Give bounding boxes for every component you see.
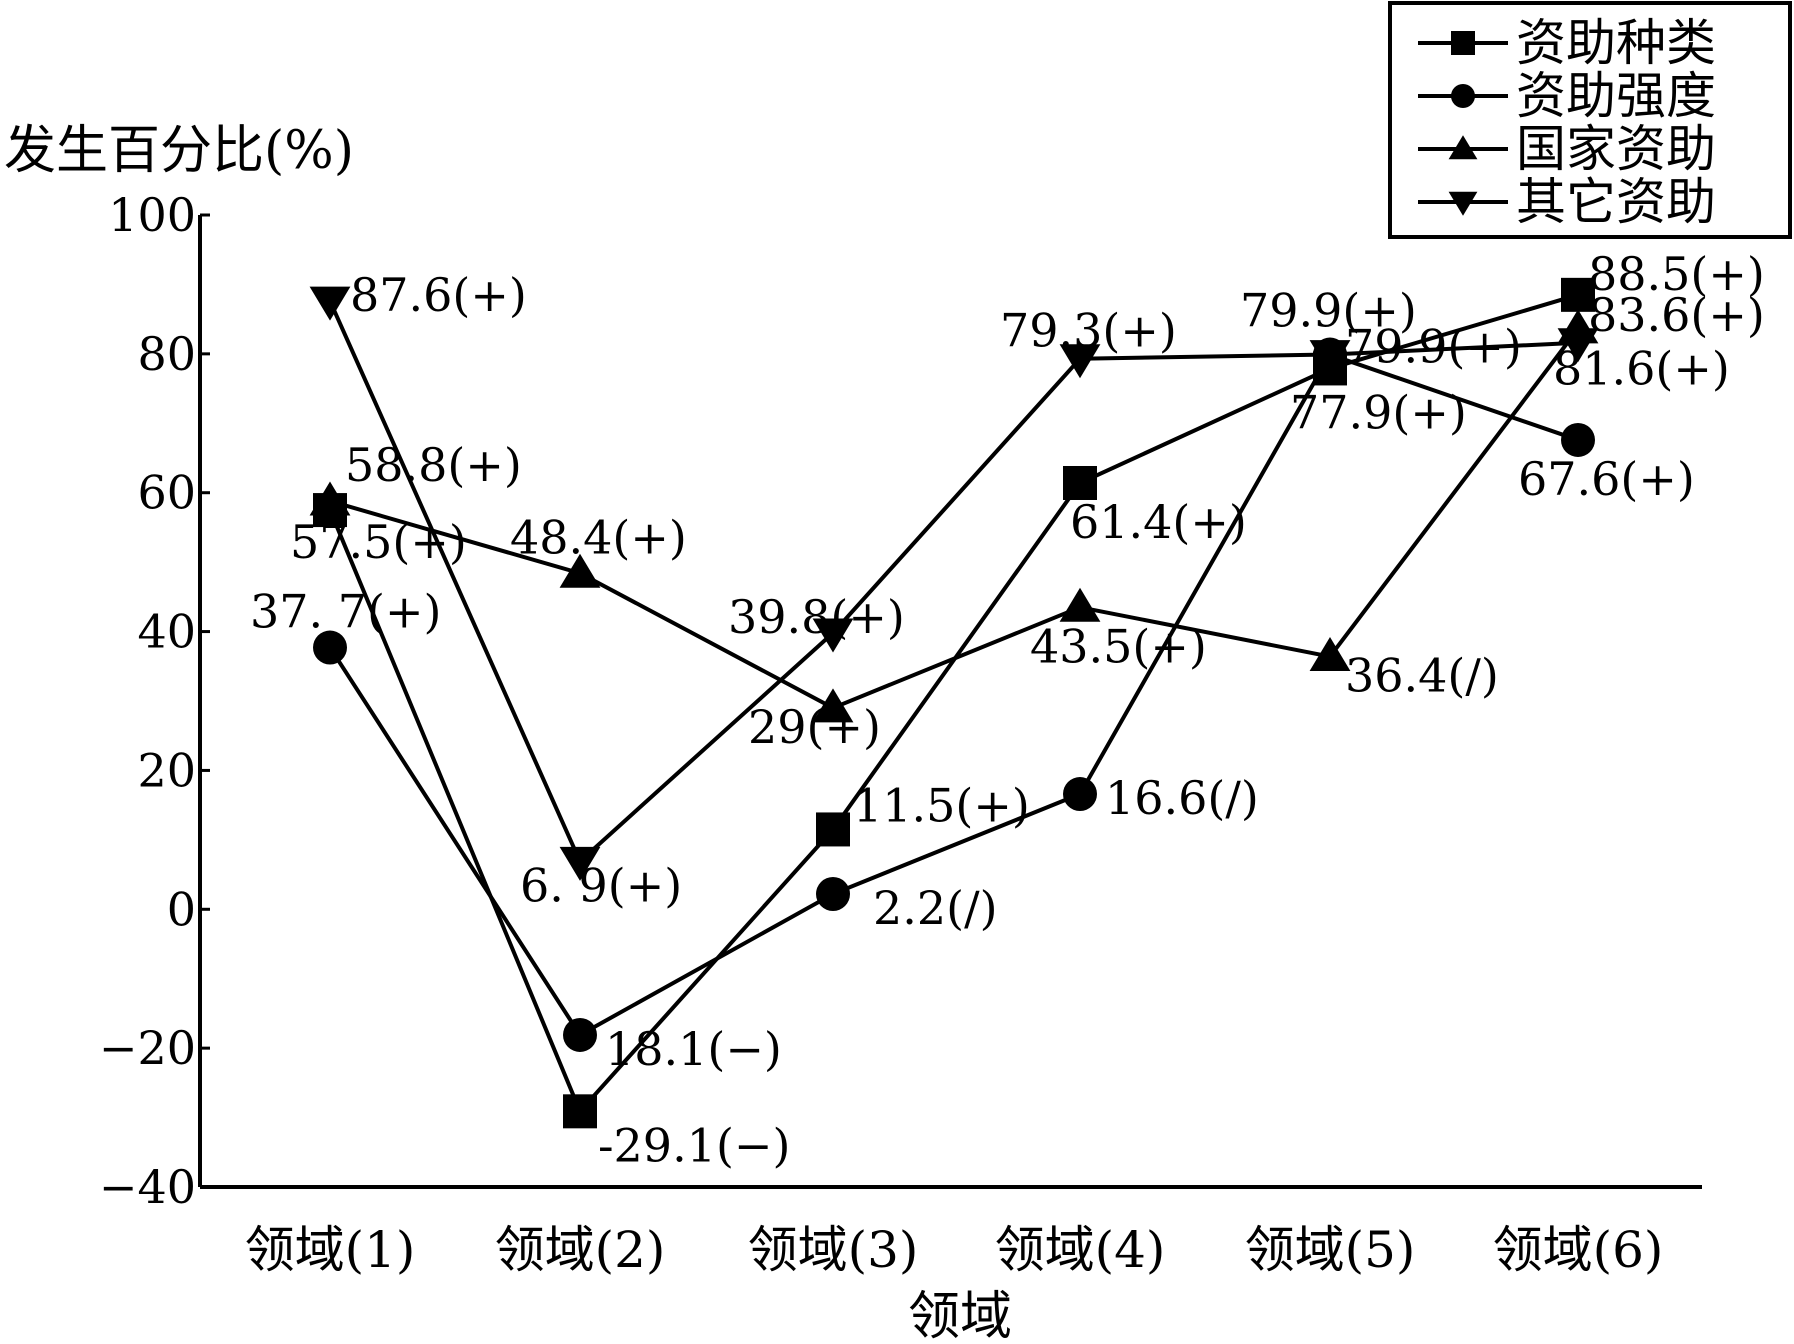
square-marker [816,812,850,847]
triangle-up-marker [1448,135,1478,160]
triangle-up-marker [1059,587,1101,622]
data-label: 2.2(/) [873,881,998,935]
data-labels-layer: 57.5(+) -29.1(−) 11.5(+) 61.4(+) 77.9(+) 88.5… [250,247,1765,1172]
data-label: 83.6(+) [1588,288,1765,342]
data-label: 79.3(+) [1000,304,1177,358]
data-label: 79.9(+) [1240,284,1417,338]
series-line [329,327,1580,711]
legend-label: 其它资助 [1516,173,1716,231]
circle-marker [1561,422,1595,457]
data-label: 77.9(+) [1290,385,1467,439]
square-marker [563,1094,597,1129]
y-tick-label: 40 [137,605,196,659]
y-tick-label: −40 [99,1160,196,1214]
data-label: 87.6(+) [350,268,527,322]
y-tick-label: 20 [137,743,196,797]
data-label: 16.6(/) [1105,771,1259,825]
data-label: 88.5(+) [1588,247,1765,301]
series-2 [313,337,1595,1052]
triangle-down-marker [309,286,351,321]
triangle-up-marker [309,481,351,516]
y-tick-label: 0 [167,882,196,936]
circle-marker [563,1017,597,1052]
x-tick-label: 领域(5) [1245,1221,1416,1279]
x-tick-label: 领域(3) [748,1221,919,1279]
triangle-down-marker [1448,191,1478,216]
series-line [328,300,1579,865]
x-tick-label: 领域(2) [495,1221,666,1279]
legend-label: 资助种类 [1516,14,1716,72]
triangle-up-marker [812,688,854,723]
triangle-up-marker [1309,637,1351,672]
data-label: 6. 9(+) [520,858,682,912]
data-label: 29(+) [748,700,881,754]
data-label: 67.6(+) [1518,452,1695,506]
axes: −40 −20 0 20 40 60 80 100 领域(1) 领域(2) 领域(3) 领域(4) 领域… [4,121,1702,1344]
series-line [328,352,1579,1038]
y-tick-label: −20 [99,1021,196,1075]
data-label: 11.5(+) [853,778,1030,832]
data-label: 61.4(+) [1070,495,1247,549]
data-label: 48.4(+) [510,510,687,564]
triangle-down-marker [559,846,601,881]
square-marker [1561,277,1595,312]
y-axis-title: 发生百分比(%) [4,121,354,181]
circle-marker [1451,84,1475,108]
triangle-up-marker [559,553,601,588]
triangle-down-marker [1309,340,1351,375]
series-4 [309,286,1599,881]
data-label: 58.8(+) [345,438,522,492]
y-tick-label: 60 [137,466,196,520]
x-tick-label: 领域(1) [245,1221,416,1279]
y-tick-label: 100 [108,188,196,242]
series-layer [309,277,1599,1129]
square-marker [1063,465,1097,500]
legend-label: 资助强度 [1516,67,1716,125]
triangle-down-marker [1059,344,1101,379]
data-label: 57.5(+) [290,515,467,569]
data-label: 81.6(+) [1553,342,1730,396]
data-label: 36.4(/) [1345,649,1499,703]
data-label: 79.9(+) [1345,320,1522,374]
x-axis-title: 领域 [908,1287,1012,1344]
circle-marker [313,630,347,665]
triangle-down-marker [1557,328,1599,363]
x-tick-label: 领域(6) [1493,1221,1664,1279]
square-marker [1451,31,1475,55]
triangle-down-marker [812,618,854,653]
legend-label: 国家资助 [1516,120,1716,178]
data-label: 39.8(+) [728,590,905,644]
circle-marker [816,877,850,912]
data-label: 43.5(+) [1030,619,1207,673]
data-label: 37. 7(+) [250,585,441,639]
y-tick-label: 80 [137,327,196,381]
circle-marker [1063,777,1097,812]
data-label: -29.1(−) [598,1118,790,1172]
x-tick-label: 领域(4) [995,1221,1166,1279]
data-label: 18.1(−) [605,1022,782,1076]
